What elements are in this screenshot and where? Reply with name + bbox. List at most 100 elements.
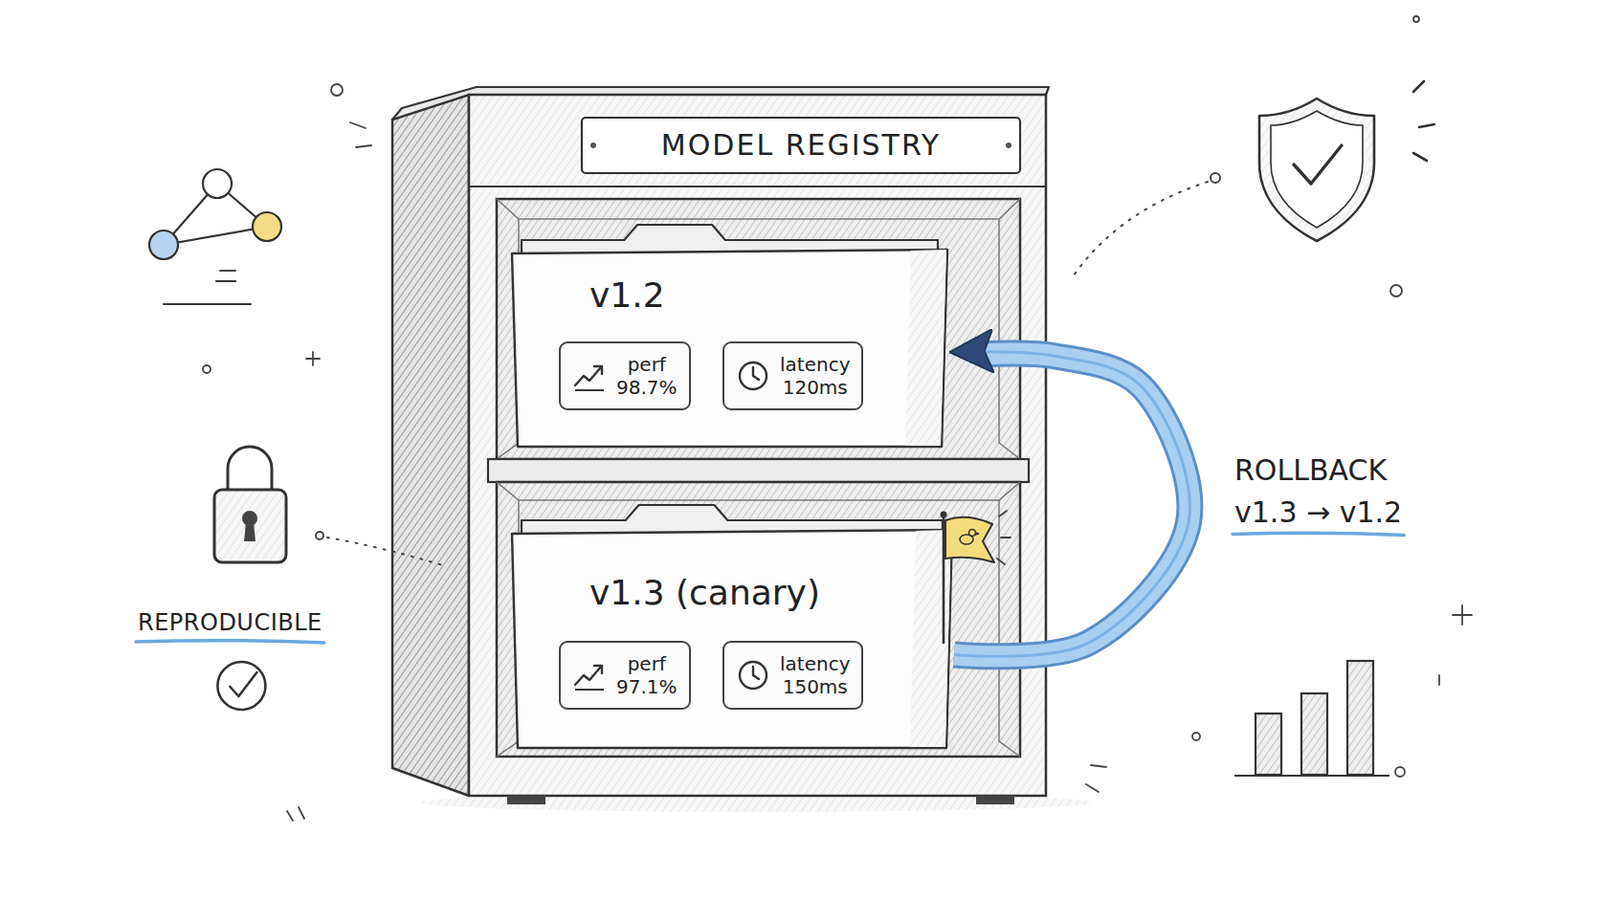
folder-drawing [905,249,947,446]
trend-icon [594,366,602,375]
network-icon [252,212,282,242]
registry-title: MODEL REGISTRY [581,117,1021,174]
cabinet-drawing [496,482,1021,757]
folder-drawing [510,499,955,751]
cabinet-drawing [468,94,1046,797]
shield-icon [1293,145,1342,184]
sketch-marks [350,122,366,129]
trend-icon [575,367,601,386]
network-icon [163,226,267,245]
cabinet-drawing [590,142,597,149]
trend-icon [575,666,601,686]
dotted-leader [315,532,324,540]
sketch-marks [202,365,211,374]
cabinet-drawing [581,117,1021,174]
sketch-marks [287,811,293,822]
sketch-marks [331,84,343,96]
folder-drawing [942,516,946,644]
check-icon [229,672,257,697]
network-icon [163,303,251,306]
lock-icon [214,446,287,563]
underline [135,641,325,644]
cabinet-drawing [976,796,1015,805]
sketch-marks [220,269,236,272]
clock-icon [739,362,767,390]
sketch-marks [1395,767,1405,778]
edge-label: ROLLBACK v1.3 → v1.2 [1234,449,1436,534]
sketch-marks [298,807,305,820]
version-label: v1.2 [589,274,666,316]
folder-drawing [511,530,953,749]
trend-icon [572,358,607,394]
bar-chart-icon [1347,661,1374,776]
bar-chart-icon [1234,775,1390,778]
sketch-marks [1413,16,1420,23]
clock-icon [753,666,759,680]
note-anchor: REPRODUCIBLE [137,608,323,639]
cabinet-drawing [392,94,469,797]
cabinet-drawing [496,482,1021,757]
edge-label-anchor: ROLLBACK v1.3 → v1.2 [1234,449,1436,534]
model-folder: v1.2 perf 98.7% latency 120ms [510,219,950,449]
shield-icon [1413,153,1427,161]
metric-text: perf 97.1% [616,652,678,699]
shield-icon [1419,124,1435,128]
clock-icon [735,358,771,394]
bar-chart-icon [1234,661,1390,777]
sketch-marks [1461,605,1464,625]
note-label: REPRODUCIBLE [137,608,323,639]
registry-cabinet: MODEL REGISTRY v1.2 perf 98.7% latency 120m… [392,87,1051,806]
folder-drawing [511,249,948,447]
shield-icon [1259,98,1375,242]
dotted-leader [1210,173,1221,183]
folder-drawing [510,219,950,449]
cabinet-drawing [1005,142,1012,149]
check-icon [217,662,266,711]
metric-badge: perf 97.1% [558,641,691,711]
metric-text: perf 98.7% [616,353,678,400]
metric-text: latency 150ms [779,652,850,699]
sketch-marks [1086,784,1099,793]
shield-icon [1413,81,1424,92]
metric-badge: latency 120ms [722,341,864,411]
check-icon [217,662,266,711]
shield-icon [1270,111,1363,228]
metric-badge: perf 98.7% [558,341,691,411]
clock-icon [735,658,771,693]
lock-icon [214,489,287,563]
folder-drawing [969,530,977,537]
model-folder: v1.3 (canary) perf 97.1% latency 150ms [510,499,955,751]
metric-text: latency 120ms [779,353,850,400]
sketch-marks [1090,765,1107,768]
folder-drawing [997,558,1005,565]
sketch-marks [311,352,314,366]
network-icon [202,169,232,199]
cabinet-drawing [496,199,1021,460]
bar-chart-icon [1255,713,1282,776]
sketch-marks [1192,733,1200,741]
trend-icon [572,658,607,693]
sketch-marks [1390,285,1402,297]
clock-icon [753,367,759,380]
trend-icon [575,389,604,392]
clock-icon [739,662,767,689]
folder-drawing [940,511,948,519]
folder-drawing [910,530,952,748]
folder-drawing [1000,536,1011,539]
cabinet-drawing [507,796,546,805]
trend-icon [594,666,602,674]
network-icon [149,169,282,305]
network-icon [149,230,178,260]
sketch-marks [1438,675,1441,686]
underline [1232,533,1404,535]
folder-drawing [999,511,1007,517]
cabinet-drawing [496,199,1021,460]
sketch-marks [202,16,1472,822]
cabinet-drawing [468,185,1046,188]
metric-badge: latency 150ms [722,641,864,711]
version-label: v1.3 (canary) [589,572,821,614]
folder-drawing [945,517,995,563]
trend-icon [575,688,604,691]
bar-chart-icon [1301,693,1328,776]
